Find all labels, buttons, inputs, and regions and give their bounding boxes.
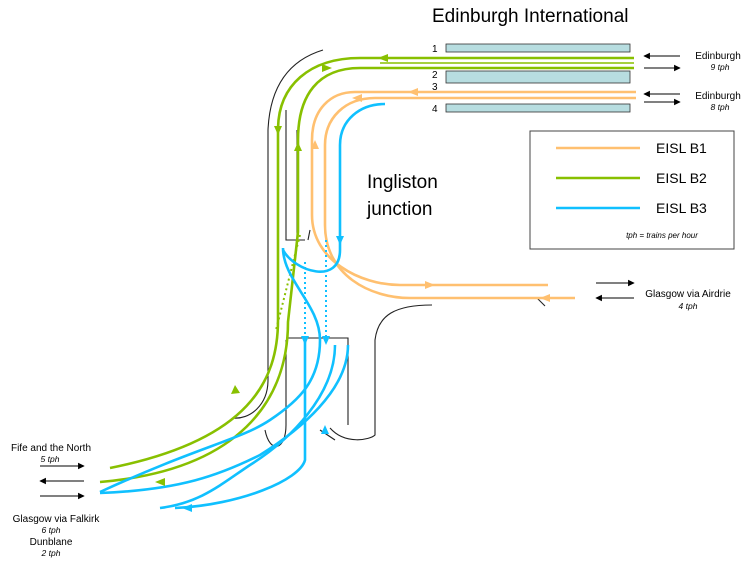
dest-edinburgh-1-freq: 9 tph <box>711 62 730 72</box>
legend-note: tph = trains per hour <box>626 231 698 240</box>
dest-edinburgh-2-freq: 8 tph <box>711 102 730 112</box>
legend: EISL B1 EISL B2 EISL B3 tph = trains per… <box>529 130 735 250</box>
dest-glasgow-airdrie-freq: 4 tph <box>679 301 698 311</box>
dest-fife-north-freq: 5 tph <box>41 454 60 464</box>
legend-label-b2: EISL B2 <box>656 170 707 186</box>
junction-label-line-1: Ingliston <box>367 172 438 193</box>
legend-box <box>529 130 735 250</box>
route-eisl-b1 <box>310 90 636 300</box>
diagram-title: Edinburgh International <box>432 6 628 27</box>
route-eisl-b3 <box>99 102 386 510</box>
destination-labels: Edinburgh 9 tph Edinburgh 8 tph Glasgow … <box>11 51 741 558</box>
dest-edinburgh-1-name: Edinburgh <box>695 51 741 62</box>
dest-glasgow-falkirk-freq: 6 tph <box>42 525 61 535</box>
platform-1 <box>445 43 631 53</box>
platform-4 <box>445 103 631 113</box>
legend-label-b3: EISL B3 <box>656 200 707 216</box>
platform-number-2: 2 <box>432 70 438 81</box>
legend-label-b1: EISL B1 <box>656 140 707 156</box>
station-platforms: 1 2 3 4 <box>432 43 631 115</box>
platform-number-4: 4 <box>432 104 438 115</box>
dest-dunblane-freq: 2 tph <box>41 548 61 558</box>
route-eisl-b3-dotted <box>304 240 327 340</box>
dest-glasgow-airdrie-name: Glasgow via Airdrie <box>645 289 731 300</box>
dest-dunblane-name: Dunblane <box>30 537 73 548</box>
platform-number-1: 1 <box>432 44 438 55</box>
dest-fife-north-name: Fife and the North <box>11 443 91 454</box>
route-eisl-b2-dotted <box>275 234 301 331</box>
platform-2-3 <box>445 70 631 84</box>
platform-number-3: 3 <box>432 82 438 93</box>
junction-label-line-2: junction <box>366 199 433 220</box>
dest-edinburgh-2-name: Edinburgh <box>695 91 741 102</box>
destination-arrows <box>39 52 681 500</box>
dest-glasgow-falkirk-name: Glasgow via Falkirk <box>13 514 101 525</box>
route-eisl-b2 <box>99 56 634 484</box>
route-direction-arrows <box>155 54 550 512</box>
